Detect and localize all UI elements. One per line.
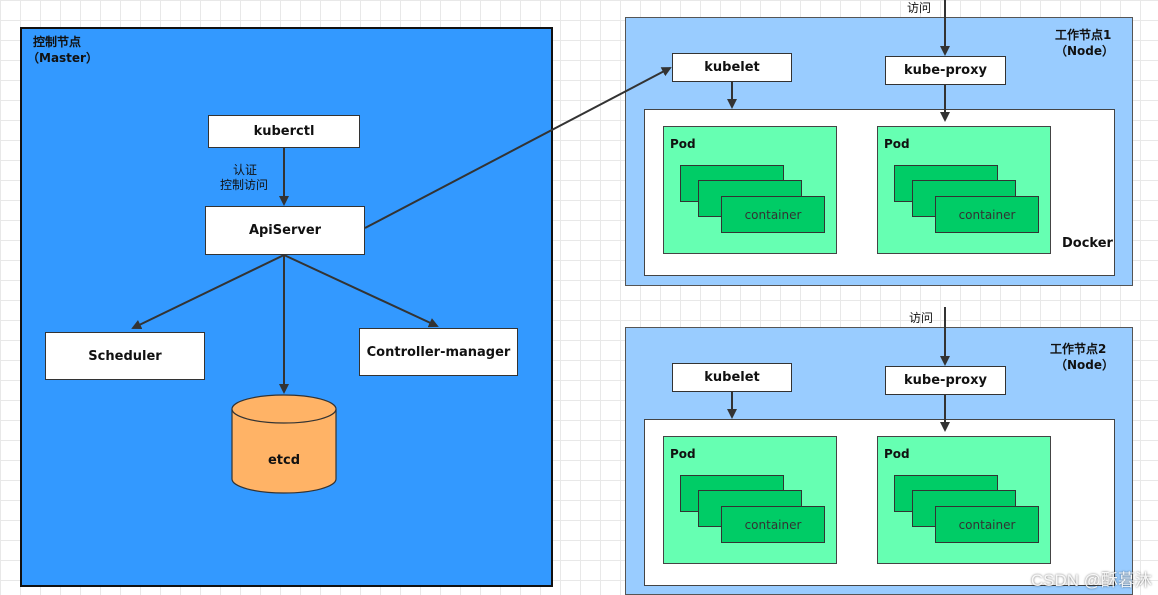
control-access-label: 控制访问 [220,178,269,192]
node2-kubelet-box[interactable]: kubelet [672,363,792,392]
scheduler-box[interactable]: Scheduler [45,332,205,380]
container-box[interactable]: container [721,506,825,543]
pod-label: Pod [670,137,696,151]
etcd-label: etcd [267,453,301,468]
master-title: 控制节点 [33,35,82,49]
etcd-cylinder[interactable] [230,393,338,495]
node1-docker-label: Docker [1062,236,1113,251]
pod-label: Pod [670,447,696,461]
kubectl-box[interactable]: kuberctl [208,115,360,148]
container-box[interactable]: container [721,196,825,233]
pod-label: Pod [884,447,910,461]
container-box[interactable]: container [935,506,1039,543]
node1-kubelet-box[interactable]: kubelet [672,53,792,82]
controller-manager-box[interactable]: Controller-manager [359,328,518,376]
container-box[interactable]: container [935,196,1039,233]
node2-kube-proxy-box[interactable]: kube-proxy [885,366,1006,395]
node2-subtitle: （Node） [1055,358,1115,372]
node1-access-label: 访问 [907,1,932,15]
node2-access-label: 访问 [909,311,934,325]
apiserver-to-controller-arrow [283,254,439,328]
apiserver-to-kubelet-arrow [364,67,672,229]
apiserver-box[interactable]: ApiServer [205,206,365,255]
node1-kube-proxy-box[interactable]: kube-proxy [885,56,1006,85]
apiserver-to-scheduler-arrow [131,254,285,330]
watermark: CSDN @酥暮沐 [1030,571,1152,590]
node1-title: 工作节点1 [1055,28,1112,42]
node2-title: 工作节点2 [1050,342,1107,356]
node1-subtitle: （Node） [1055,44,1115,58]
pod-label: Pod [884,137,910,151]
master-subtitle: （Master） [27,51,98,65]
auth-label: 认证 [233,163,258,177]
